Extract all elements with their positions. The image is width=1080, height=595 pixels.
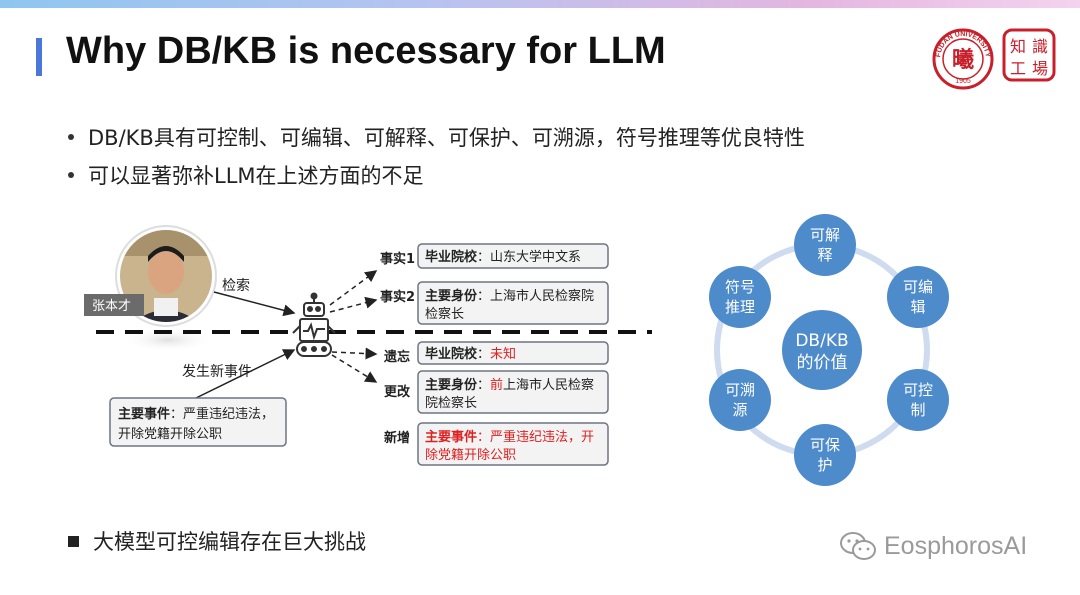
add-sep: ： [477,430,490,445]
new-event-arrow [195,349,296,399]
center-circle [782,310,862,390]
person-name-tag [84,294,144,316]
event-box-line1: 主要事件：严重违纪违法， [118,406,274,422]
forget-key: 毕业院校 [425,346,478,362]
seal-char-2: 識 [1032,37,1048,56]
event-sep: ： [170,407,183,422]
modify-label: 更改 [384,384,411,400]
satellite-controllable [887,369,949,431]
forget-label: 遗忘 [383,349,410,365]
satellite-controllable-line2: 制 [910,401,925,419]
add-label: 新增 [384,430,410,446]
event-box [109,397,287,447]
robot-icon [292,292,336,357]
forget-value: 未知 [490,346,516,362]
bullet-list: DB/KB具有可控制、可编辑、可解释、可保护、可溯源，符号推理等优良特性 可以显… [68,118,805,194]
top-gradient-bar [0,0,1080,8]
title-accent-bar [36,38,42,76]
forget-text: 毕业院校：未知 [425,346,516,362]
modify-text-line2: 院检察长 [425,396,477,411]
modify-box [417,370,609,414]
fact1-sep: ： [477,250,490,265]
modify-arrow [331,354,378,383]
fudan-logo-year: 1905 [955,78,971,85]
add-value: 严重违纪违法，开 [490,429,594,445]
event-key: 主要事件 [118,406,170,422]
seal-char-3: 工 [1010,59,1026,78]
watermark-text: EosphorosAI [884,531,1028,560]
add-text-line2: 除党籍开除公职 [425,447,516,463]
fact1-label: 事实1 [380,251,415,267]
fact1-arrow [329,270,378,306]
forget-box [417,341,609,365]
add-box [417,422,609,466]
fact2-arrow [329,296,378,313]
add-key: 主要事件 [425,429,477,445]
logo-group: FUDAN UNIVERSITY 曦 1905 知 識 工 場 [932,28,1056,90]
person-name: 张本才 [92,299,131,314]
new-event-label: 发生新事件 [182,364,252,380]
satellite-explainable [794,214,856,276]
satellite-traceable-line2: 源 [732,401,747,419]
bullet-item: 可以显著弥补LLM在上述方面的不足 [68,156,805,194]
satellite-editable-line1: 可编 [903,278,933,296]
center-line1: DB/KB [795,331,848,351]
seal-char-1: 知 [1010,37,1026,56]
satellite-explainable-line2: 释 [817,246,832,264]
forget-sep: ： [477,347,490,362]
event-box-line2: 开除党籍开除公职 [118,426,222,442]
watermark: EosphorosAI [838,530,1027,562]
satellite-symbolic-reasoning [709,266,771,328]
fact2-text-line1: 主要身份：上海市人民检察院 [425,288,594,304]
bullet-dot [68,172,74,178]
retrieve-arrow [213,291,296,317]
seal-logo: 知 識 工 場 [1002,28,1056,82]
fudan-logo-char: 曦 [952,47,974,73]
fact1-key: 毕业院校 [425,249,478,265]
wechat-icon [840,532,876,560]
center-line2: 的价值 [797,353,848,373]
modify-sep: ： [477,378,490,393]
satellite-explainable-line1: 可解 [810,226,840,244]
satellite-controllable-line1: 可控 [903,381,933,399]
add-text-line1: 主要事件：严重违纪违法，开 [425,429,594,445]
fudan-logo: FUDAN UNIVERSITY 曦 1905 [932,28,994,90]
forget-arrow [331,347,378,360]
satellite-editable [887,266,949,328]
satellite-traceable-line1: 可溯 [725,381,755,399]
modify-red-prefix: 前 [490,377,503,393]
fact2-box [417,281,609,325]
bullet-text: 可以显著弥补LLM在上述方面的不足 [88,164,424,188]
modify-text-line1: 主要身份：前上海市人民检察 [425,377,594,393]
retrieve-label: 检索 [222,277,250,294]
fact2-value: 上海市人民检察院 [490,288,594,304]
fact1-text: 毕业院校：山东大学中文系 [425,249,581,265]
seal-char-4: 場 [1032,59,1048,78]
bullet-dot [68,134,74,140]
modify-value: 上海市人民检察 [503,377,594,393]
satellite-traceable [709,369,771,431]
satellite-protectable [794,424,856,486]
bullet-item: DB/KB具有可控制、可编辑、可解释、可保护、可溯源，符号推理等优良特性 [68,118,805,156]
fact2-key: 主要身份 [425,288,478,304]
page-title: Why DB/KB is necessary for LLM [66,30,666,72]
event-value: 严重违纪违法， [183,406,274,422]
fact2-sep: ： [477,289,490,304]
satellite-editable-line2: 辑 [910,298,925,316]
bottom-bullet: 大模型可控编辑存在巨大挑战 [68,526,366,556]
fact1-box [417,243,609,269]
satellite-symbolic-reasoning-line2: 推理 [725,298,755,316]
fact2-text-line2: 检察长 [425,307,464,322]
fact1-value: 山东大学中文系 [490,249,581,265]
bottom-bullet-text: 大模型可控编辑存在巨大挑战 [93,530,366,554]
satellite-protectable-line2: 护 [817,456,832,474]
square-bullet-icon [68,535,79,547]
satellite-protectable-line1: 可保 [810,436,840,454]
fact2-label: 事实2 [380,289,415,305]
satellite-symbolic-reasoning-line1: 符号 [725,278,755,296]
modify-key: 主要身份 [425,377,478,393]
bullet-text: DB/KB具有可控制、可编辑、可解释、可保护、可溯源，符号推理等优良特性 [88,126,805,150]
